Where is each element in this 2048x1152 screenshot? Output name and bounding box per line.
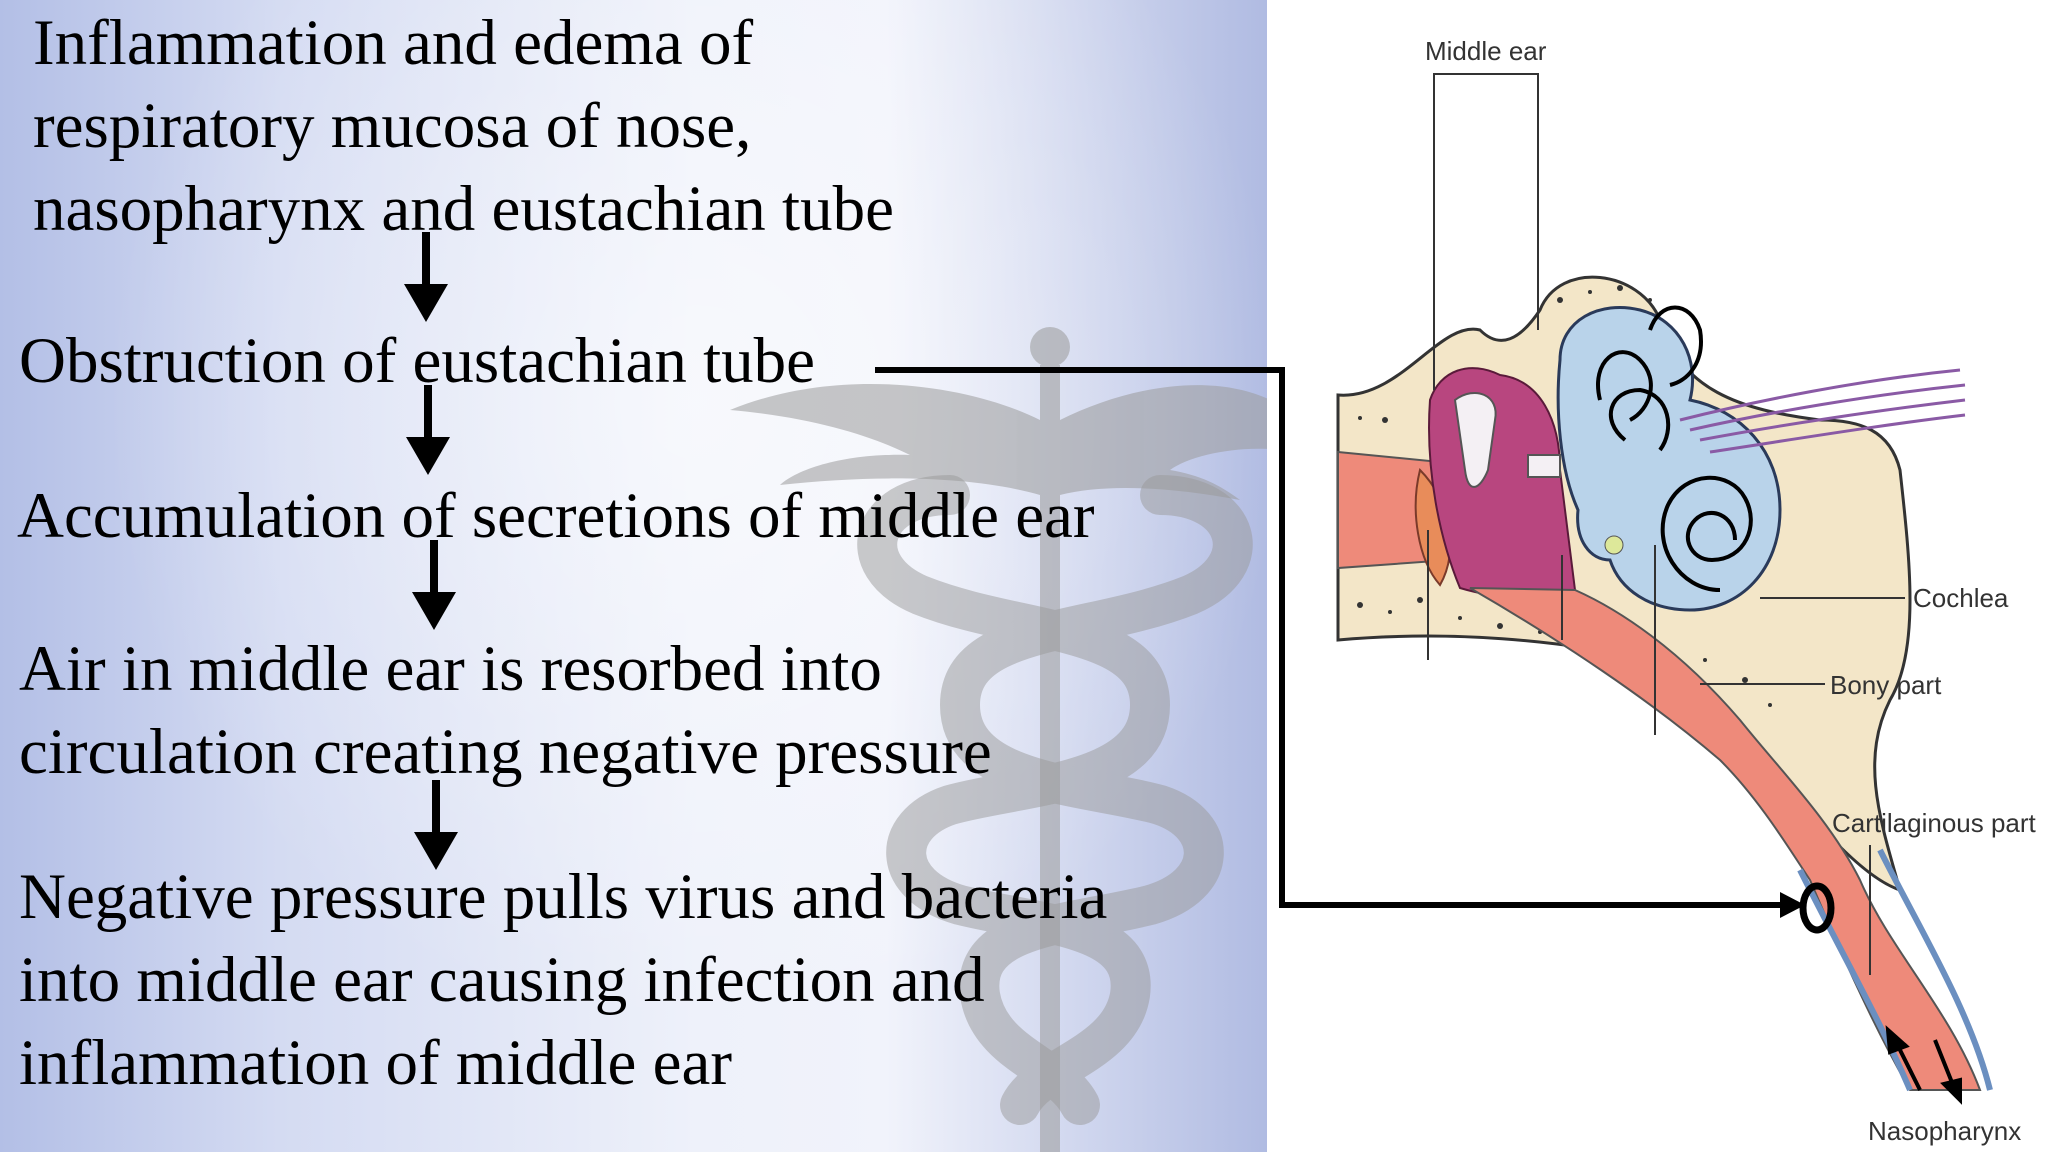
nasopharynx-wall [1797,848,1993,1092]
round-window [1604,535,1624,555]
tympanic-membrane [1414,468,1452,587]
cochlea-spiral-icon [1660,475,1753,592]
airflow-arrows-icon [1885,1025,1962,1105]
ear-canal [1337,450,1452,570]
flow-step-1: Inflammation and edema of respiratory mu… [33,7,894,245]
flow-step-3: Accumulation of secretions of middle ear [17,480,1095,552]
middle-ear-cavity [1428,367,1577,599]
down-arrow-icon [406,385,450,475]
flow-step-2: Obstruction of eustachian tube [19,325,816,397]
inner-ear-vestibule [1556,305,1782,612]
middle-ear-bracket [1433,73,1539,390]
leader-lines [1427,530,1905,975]
stapes [1527,454,1561,478]
obstruction-marker [1799,882,1835,934]
label-middle-ear: Middle ear [1425,36,1547,66]
down-arrow-icon [412,540,456,630]
down-arrow-icon [404,232,448,322]
eustachian-tube [1469,587,1982,1091]
temporal-bone [1336,275,1912,893]
label-cochlea: Cochlea [1913,583,2009,613]
flow-step-5: Negative pressure pulls virus and bacter… [19,861,1108,1099]
bone-texture [1357,285,1772,762]
label-cartilaginous-part: Cartilaginous part [1832,808,2037,838]
label-nasopharynx: Nasopharynx [1868,1116,2021,1146]
auditory-nerve [1679,368,1966,454]
flow-step-4: Air in middle ear is resorbed into circu… [19,633,992,788]
down-arrow-icon [414,780,458,870]
semicircular-canals [1596,305,1703,452]
label-bony-part: Bony part [1830,670,1942,700]
flowchart-panel: Inflammation and edema of respiratory mu… [0,0,1267,1152]
ossicles [1453,391,1497,488]
